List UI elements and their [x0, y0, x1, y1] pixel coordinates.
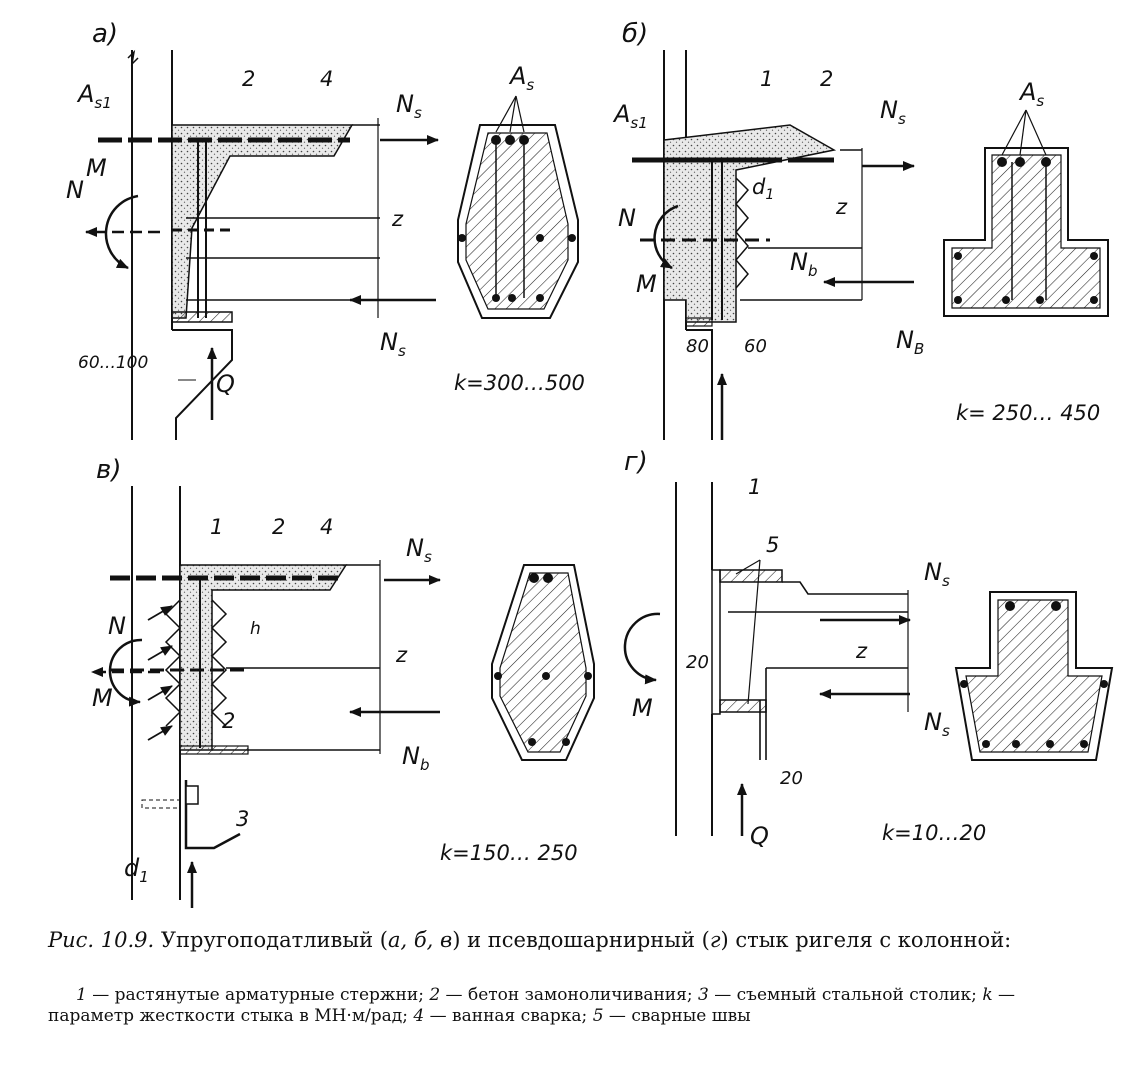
legend-key: 1	[76, 985, 87, 1005]
label-b-M: M	[636, 270, 657, 298]
legend-text: — съемный стальной столик;	[708, 985, 983, 1005]
label-g-M: M	[632, 694, 653, 722]
label-v-Nb: Nb	[402, 742, 429, 774]
label-b-2: 2	[820, 67, 833, 91]
label-v-z: z	[395, 643, 408, 667]
label-v-N: N	[108, 612, 126, 640]
panel-v-column	[131, 486, 181, 900]
legend-key: 2	[429, 985, 441, 1005]
label-g-20a: 20	[686, 652, 709, 673]
legend-text: — бетон замоноличивания;	[440, 985, 698, 1005]
label-b-NB: NB	[896, 326, 924, 358]
panel-g-k: k=10…20	[882, 821, 986, 845]
label-b-As: As	[1018, 78, 1044, 110]
label-a-N: N	[66, 176, 84, 204]
label-g-5: 5	[766, 533, 779, 557]
legend-text: — сварные швы	[603, 1006, 751, 1026]
legend-key: 3	[698, 985, 709, 1005]
panel-g-column	[675, 482, 713, 836]
label-g-20b: 20	[780, 768, 803, 789]
label-v-2b: 2	[222, 709, 235, 733]
label-a-2: 2	[242, 67, 255, 91]
label-a-Ns: Ns	[396, 90, 422, 122]
label-v-4: 4	[320, 515, 333, 539]
label-a-M: M	[86, 154, 107, 182]
caption-title-part: ) стык ригеля с колонной:	[720, 928, 1012, 952]
label-b-Ns: Ns	[880, 96, 906, 128]
caption-title-part: ) и псевдошарнирный (	[452, 928, 710, 952]
panel-v-letter: в)	[96, 455, 121, 485]
caption-fig-ref: Рис. 10.9.	[48, 928, 155, 952]
legend-key: 5	[592, 1006, 604, 1026]
label-v-3: 3	[236, 807, 249, 831]
label-v-2: 2	[272, 515, 285, 539]
legend-text: — растянутые арматурные стержни;	[86, 985, 430, 1005]
label-a-As: As	[508, 62, 534, 94]
panel-v-grout	[179, 564, 348, 751]
label-a-Ns2: Ns	[380, 328, 406, 360]
panel-b-k: k= 250… 450	[956, 401, 1100, 425]
label-g-Ns: Ns	[924, 558, 950, 590]
panel-a-k: k=300…500	[454, 371, 585, 395]
label-b-80: 80	[686, 336, 709, 357]
panel-b-grout	[663, 124, 837, 323]
label-v-Ns: Ns	[406, 534, 432, 566]
label-As1-a: As1	[76, 80, 112, 112]
label-v-1: 1	[210, 515, 223, 539]
panel-b: б) As1 1 2 Ns d1 N M z Nb NB 80 60	[612, 19, 1109, 440]
legend-key: k	[982, 985, 993, 1005]
panel-a-beam	[186, 124, 380, 301]
label-b-60: 60	[744, 336, 767, 357]
panel-v-k: k=150… 250	[440, 841, 578, 865]
panel-v: в) 1 2 4 Ns h N M z 2	[91, 455, 595, 908]
panel-a: а) As1 2 4 Ns N M z Ns 60...100 Q	[66, 19, 585, 440]
label-b-N: N	[618, 204, 636, 232]
label-v-d1: d1	[124, 854, 149, 886]
panel-a-letter: а)	[92, 19, 118, 49]
label-v-h: h	[250, 619, 261, 639]
structural-joint-figure: а) As1 2 4 Ns N M z Ns 60...100 Q	[66, 19, 1114, 908]
label-b-1: 1	[760, 67, 773, 91]
label-v-M: M	[92, 684, 113, 712]
label-g-Q: Q	[750, 822, 769, 850]
panel-g: г) 1 5 Ns 20 z M Ns 20 Q k=10…20	[623, 447, 1114, 850]
caption-title-part: Упругоподатливый (	[154, 928, 388, 952]
label-a-4: 4	[320, 67, 333, 91]
figure-caption: Рис. 10.9. Упругоподатливый (а, б, в) и …	[48, 928, 1098, 953]
label-a-Q: Q	[216, 370, 235, 398]
label-g-Ns2: Ns	[924, 708, 950, 740]
label-a-z: z	[391, 207, 404, 231]
label-b-d1: d1	[752, 175, 774, 203]
label-b-As1: As1	[612, 100, 648, 132]
label-a-dim: 60...100	[78, 353, 148, 373]
label-b-z: z	[835, 195, 848, 219]
panel-b-letter: б)	[622, 19, 648, 49]
legend-text: — параметр жесткости стыка в МН·м/рад;	[48, 985, 1016, 1026]
legend-key: 4	[413, 1006, 425, 1026]
caption-title-letters: г	[709, 928, 721, 952]
label-g-1: 1	[748, 475, 761, 499]
label-g-z: z	[855, 639, 868, 663]
figure-legend: 1 — растянутые арматурные стержни; 2 — б…	[48, 985, 1098, 1027]
caption-title-letters: а, б, в	[387, 928, 453, 952]
panel-g-letter: г)	[624, 447, 648, 477]
label-b-Nb: Nb	[790, 248, 817, 280]
legend-text: — ванная сварка;	[424, 1006, 593, 1026]
